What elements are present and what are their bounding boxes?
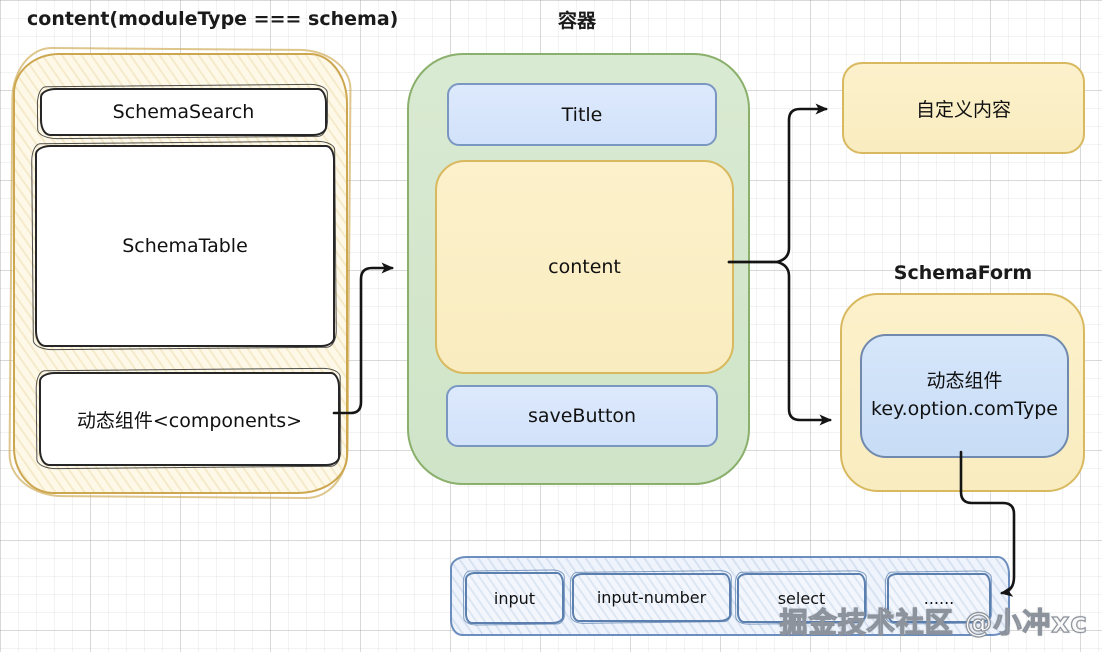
schema-form-title: SchemaForm — [893, 262, 1033, 284]
node-schema-table: SchemaTable — [35, 145, 335, 347]
palette-item-select-label: select — [777, 588, 826, 608]
node-custom-content: 自定义内容 — [842, 62, 1085, 154]
node-title: Title — [447, 83, 717, 146]
node-custom-content-label: 自定义内容 — [915, 98, 1011, 121]
palette-item-select: select — [737, 573, 866, 623]
node-dynamic-component-key: 动态组件 key.option.comType — [860, 334, 1069, 458]
node-schema-search-label: SchemaSearch — [112, 101, 255, 123]
palette-item-input-number-label: input-number — [596, 588, 707, 607]
watermark: 掘金技术社区 @小冲xc — [779, 605, 1088, 639]
node-schema-search: SchemaSearch — [40, 88, 327, 136]
dynamic-component-line1: 动态组件 — [926, 370, 1003, 393]
node-dynamic-components-label: 动态组件<components> — [76, 409, 303, 432]
schema-module-group: SchemaSearch SchemaTable 动态组件<components… — [13, 53, 348, 494]
dynamic-component-line2: key.option.comType — [871, 398, 1058, 420]
node-schema-table-label: SchemaTable — [122, 235, 248, 257]
node-content-label: content — [548, 256, 621, 278]
node-schema-form: 动态组件 key.option.comType — [840, 293, 1085, 492]
node-title-label: Title — [561, 103, 603, 126]
palette-item-input-label: input — [493, 588, 536, 608]
node-dynamic-components: 动态组件<components> — [39, 372, 340, 466]
node-save-button: saveButton — [446, 385, 718, 447]
palette-item-more-label: ...... — [923, 588, 955, 608]
left-group-title: content(moduleType === schema) — [27, 8, 399, 30]
component-palette: input input-number select ...... — [450, 556, 1010, 636]
palette-item-input-number: input-number — [572, 573, 731, 622]
node-container: Title content saveButton — [407, 53, 750, 485]
palette-item-input: input — [465, 572, 564, 624]
container-group-title: 容器 — [557, 10, 596, 32]
node-content: content — [435, 160, 734, 374]
node-save-button-label: saveButton — [527, 405, 637, 427]
